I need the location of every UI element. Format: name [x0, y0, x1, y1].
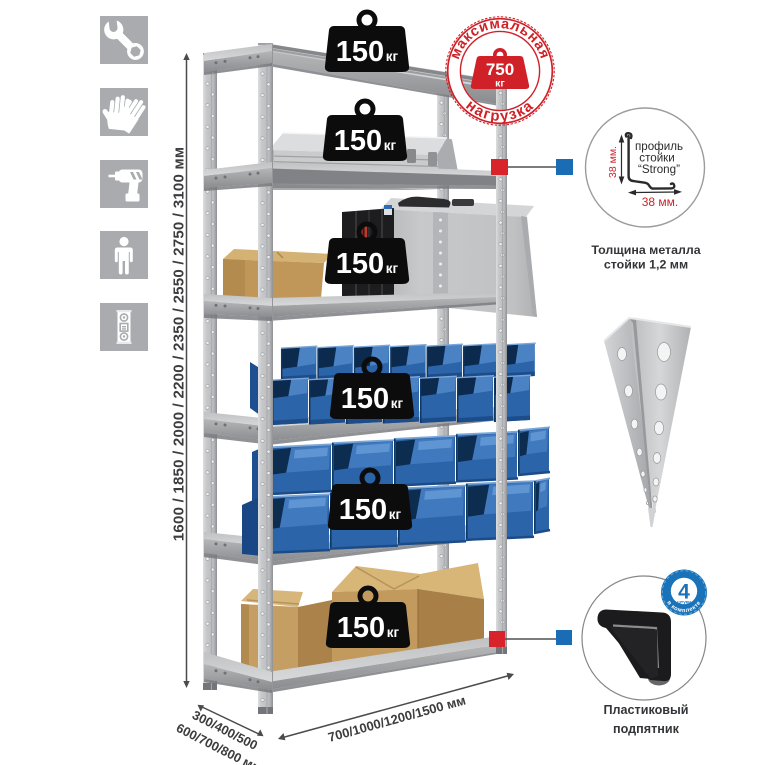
svg-text:1600 / 1850 / 2000 / 2200 / 23: 1600 / 1850 / 2000 / 2200 / 2350 / 2550 … [171, 147, 188, 541]
svg-text:кг: кг [389, 507, 402, 522]
svg-text:150: 150 [334, 125, 382, 157]
svg-text:38 мм.: 38 мм. [642, 195, 679, 209]
svg-text:150: 150 [336, 36, 384, 68]
svg-text:кг: кг [386, 261, 399, 276]
svg-text:150: 150 [337, 612, 385, 644]
svg-text:150: 150 [341, 383, 389, 415]
svg-text:кг: кг [495, 78, 505, 90]
svg-text:кг: кг [391, 396, 404, 411]
svg-text:профиль: профиль [635, 140, 683, 153]
svg-text:стойки: стойки [639, 152, 674, 165]
svg-text:750: 750 [486, 60, 514, 79]
svg-text:кг: кг [384, 138, 397, 153]
svg-text:кг: кг [387, 625, 400, 640]
svg-text:штуки: штуки [677, 600, 691, 605]
svg-text:150: 150 [336, 248, 384, 280]
svg-text:Пластиковый: Пластиковый [603, 703, 688, 717]
svg-text:подпятник: подпятник [613, 722, 680, 736]
svg-text:Толщина металла: Толщина металла [591, 243, 700, 257]
svg-text:стойки 1,2 мм: стойки 1,2 мм [604, 258, 688, 272]
svg-text:кг: кг [386, 49, 399, 64]
svg-text:38 мм.: 38 мм. [607, 146, 619, 178]
svg-text:4: 4 [678, 581, 690, 604]
svg-text:“Strong”: “Strong” [638, 163, 680, 176]
svg-text:150: 150 [339, 494, 387, 526]
